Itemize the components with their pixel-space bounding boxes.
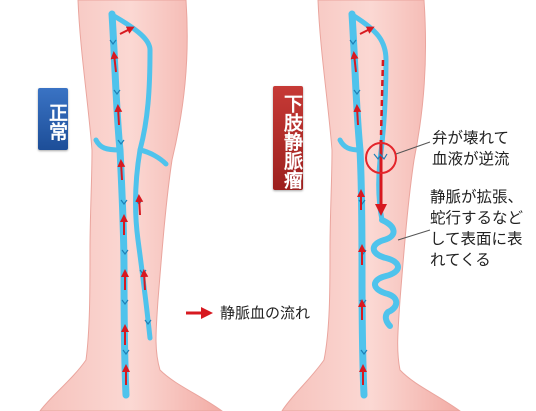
- normal-leg-skin: [40, 0, 222, 411]
- annotation-valve-reflux: 弁が壊れて 血液が逆流: [432, 128, 510, 170]
- label-varicose: 下肢静脈瘤: [273, 86, 303, 190]
- legend-label: 静脈血の流れ: [220, 302, 310, 323]
- normal-leg: [40, 0, 222, 411]
- annotation-vein-dilation: 静脈が拡張、 蛇行するなど して表面に表 れてくる: [430, 187, 523, 271]
- legend: 静脈血の流れ: [186, 302, 310, 323]
- label-normal: 正常: [38, 88, 68, 150]
